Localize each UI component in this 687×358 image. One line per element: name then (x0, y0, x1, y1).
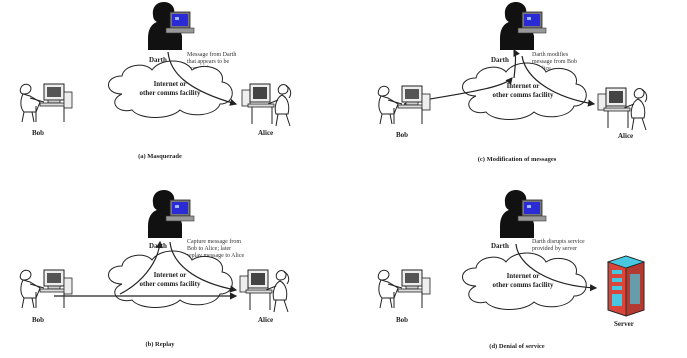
panel-caption: (a) Masquerade (138, 153, 182, 160)
receiver-label: Alice (258, 316, 273, 324)
note-line-2: message from Bob (532, 58, 577, 65)
cloud-icon (462, 62, 587, 120)
capture-arrow (119, 240, 164, 295)
receiver-label: Alice (258, 129, 273, 137)
note-line-1: Darth disrupts service (532, 239, 585, 245)
sender-label: Bob (396, 131, 408, 139)
cloud-line-2: other comms facility (140, 280, 201, 288)
attack-arrow (167, 51, 238, 106)
cloud-icon (108, 60, 233, 118)
cloud-line-2: other comms facility (493, 281, 554, 289)
cloud-line-2: other comms facility (493, 91, 554, 99)
note-line-2: Bob to Alice; later (187, 246, 231, 252)
note-line-3: replay message to Alice (187, 253, 244, 259)
panel-caption: (d) Denial of service (489, 343, 545, 350)
note-line-2: provided by server (532, 246, 577, 252)
cloud-icon (462, 252, 587, 310)
panel-replay: Darth Capture message from Bob to Alice;… (19, 189, 290, 348)
darth-icon (499, 1, 547, 51)
attacker-label: Darth (491, 242, 509, 250)
attacker-label: Darth (149, 242, 167, 250)
sender-label: Bob (396, 316, 408, 324)
note-line-1: Capture message from (187, 238, 241, 245)
replay-arrow (169, 241, 238, 293)
panel-modification: Darth Darth modifies message from Bob to… (377, 1, 648, 163)
bob-computer-icon (19, 269, 73, 309)
alice-computer-icon (241, 83, 292, 127)
panel-caption: (b) Replay (145, 341, 175, 348)
attacker-label: Darth (491, 56, 509, 64)
cloud-line-1: Internet or (154, 271, 187, 279)
modified-message-arrow (521, 55, 596, 107)
alice-computer-icon (597, 87, 648, 131)
cloud-line-2: other comms facility (140, 89, 201, 97)
cloud-line-1: Internet or (154, 80, 187, 88)
server-icon (607, 255, 645, 317)
sender-label: Bob (32, 316, 44, 324)
darth-icon (147, 189, 195, 239)
cloud-line-1: Internet or (507, 82, 540, 90)
note-line-1: Message from Darth (187, 51, 236, 58)
cloud-line-1: Internet or (507, 272, 540, 280)
panel-denial-of-service: Darth Darth disrupts service provided by… (377, 189, 645, 350)
attack-arrow (513, 48, 520, 79)
note-line-1: Darth modifies (532, 51, 569, 58)
panel-caption: (c) Modification of messages (478, 156, 557, 163)
bob-computer-icon (377, 269, 431, 309)
bob-computer-icon (377, 85, 431, 125)
receiver-label: Alice (618, 132, 633, 140)
attacker-label: Darth (149, 56, 167, 64)
cloud-icon (108, 250, 233, 308)
panel-masquerade: Darth Message from Darth that appears to… (19, 1, 292, 160)
bob-computer-icon (19, 83, 73, 123)
darth-icon (499, 189, 547, 239)
receiver-label: Server (614, 320, 634, 328)
attack-arrow (515, 243, 598, 292)
alice-computer-icon (239, 269, 290, 313)
sender-label: Bob (32, 129, 44, 137)
darth-icon (147, 1, 195, 51)
note-line-2: that appears to be (187, 59, 229, 65)
